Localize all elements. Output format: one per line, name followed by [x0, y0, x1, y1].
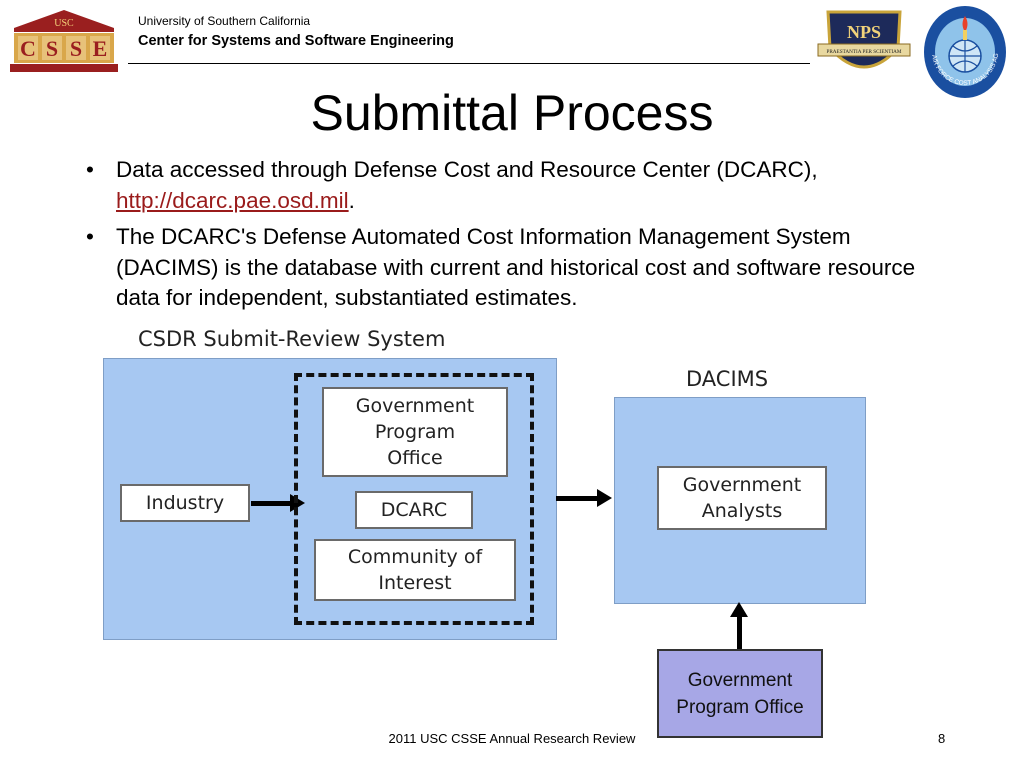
analysts-label: Government Analysts: [682, 474, 802, 522]
csdr-panel-title: CSDR Submit-Review System: [138, 327, 446, 351]
svg-text:NPS: NPS: [847, 22, 881, 42]
svg-text:S: S: [70, 36, 82, 61]
usc-csse-logo: USC C S S E: [8, 8, 120, 74]
industry-to-review-arrow: [251, 494, 305, 512]
nps-seal: NPS PRAESTANTIA PER SCIENTIAM: [812, 4, 916, 84]
analysts-box: Government Analysts: [657, 466, 827, 530]
svg-text:C: C: [20, 36, 36, 61]
csdr-to-dacims-arrow: [556, 489, 612, 507]
svg-text:E: E: [93, 36, 108, 61]
slide-title: Submittal Process: [310, 85, 714, 141]
dcarc-box: DCARC: [355, 491, 473, 529]
bullet-punctuation: .: [348, 187, 355, 213]
footer-text: 2011 USC CSSE Annual Research Review: [388, 731, 636, 746]
bullet-item: • The DCARC's Defense Automated Cost Inf…: [86, 222, 946, 314]
gpo-box: Government Program Office: [322, 387, 508, 477]
gpo-to-dacims-arrow: [730, 602, 748, 649]
university-name: University of Southern California: [138, 14, 311, 28]
dacims-panel-title: DACIMS: [686, 367, 769, 391]
bullet-text: Data accessed through Defense Cost and R…: [116, 157, 818, 182]
coi-label: Community of Interest: [347, 546, 483, 594]
header-divider: [128, 63, 810, 64]
industry-label: Industry: [145, 492, 225, 514]
dcarc-label: DCARC: [380, 499, 448, 521]
air-force-cost-analysis-seal: AIR FORCE COST ANALYSIS AGENCY: [920, 0, 1008, 100]
page-number: 8: [938, 731, 946, 746]
industry-box: Industry: [120, 484, 250, 522]
bullet-text: The DCARC's Defense Automated Cost Infor…: [116, 224, 916, 310]
bullet-marker: •: [86, 224, 94, 249]
svg-text:PRAESTANTIA PER SCIENTIAM: PRAESTANTIA PER SCIENTIAM: [826, 49, 901, 55]
coi-box: Community of Interest: [314, 539, 516, 601]
svg-text:USC: USC: [54, 18, 74, 29]
center-name: Center for Systems and Software Engineer…: [138, 33, 454, 49]
bottom-gpo-box: Government Program Office: [657, 649, 823, 738]
bottom-gpo-label: Government Program Office: [676, 669, 804, 718]
review-group-dashed-box: [294, 373, 534, 625]
bullet-marker: •: [86, 157, 94, 182]
dcarc-link[interactable]: http://dcarc.pae.osd.mil: [116, 187, 349, 213]
csdr-panel: Industry Government Program Office DCARC…: [103, 358, 557, 640]
bullet-item: • Data accessed through Defense Cost and…: [86, 155, 946, 216]
bullet-list: • Data accessed through Defense Cost and…: [86, 155, 946, 320]
dacims-panel: Government Analysts: [614, 397, 866, 604]
svg-text:S: S: [46, 36, 58, 61]
gpo-label: Government Program Office: [355, 395, 475, 469]
